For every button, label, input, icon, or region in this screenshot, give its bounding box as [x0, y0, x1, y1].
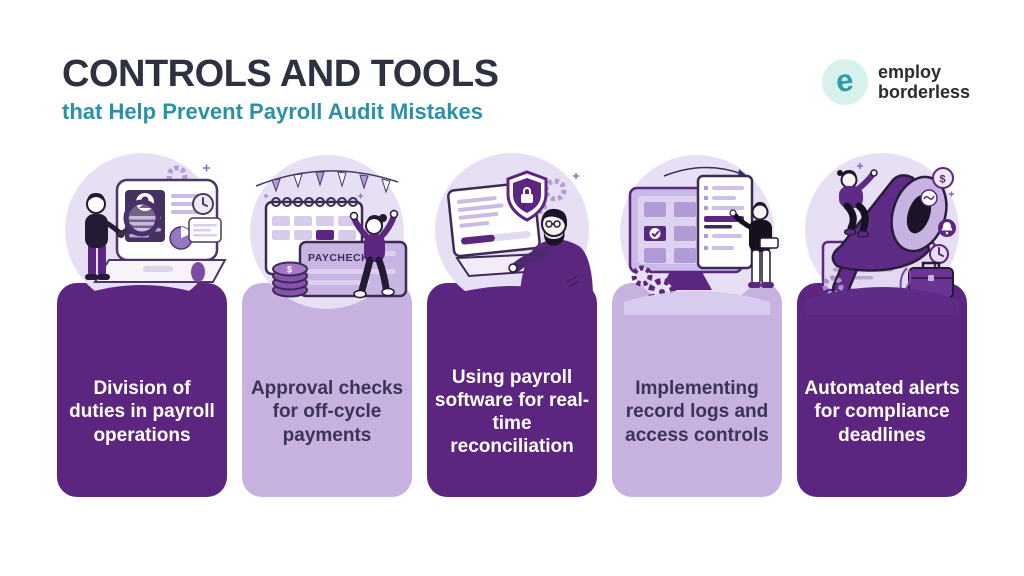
monitor-folders-record-document-illustration: [620, 155, 779, 315]
logo-word-employ: employ: [878, 61, 942, 82]
bunting-flags: [255, 170, 399, 194]
card-record-logs: Implementing record logs and access cont…: [612, 150, 782, 497]
card-label-2: Approval checks for off-cycle payments: [250, 378, 404, 446]
paycheck: PAYCHECK: [298, 240, 408, 298]
card-label-4: Implementing record logs and access cont…: [625, 378, 769, 446]
card-label-3: Using payroll software for real-time rec…: [434, 366, 590, 458]
page-title: CONTROLS AND TOOLS: [62, 53, 499, 95]
trend-alert-icon: [920, 189, 938, 207]
marked-date: [316, 230, 334, 240]
person-riding-megaphone: [837, 169, 878, 238]
svg-text:$: $: [287, 265, 292, 275]
clock-alert-icon: [929, 244, 949, 264]
svg-text:$: $: [940, 174, 946, 186]
card-body-5: Automated alerts for compliance deadline…: [797, 283, 967, 497]
logo-letter: e: [834, 61, 856, 99]
card-label-5: Automated alerts for compliance deadline…: [804, 378, 960, 446]
security-shield-lock-icon: [506, 170, 548, 222]
svg-text:PAYCHECK: PAYCHECK: [308, 252, 369, 264]
calendar-paycheck-coins-illustration: PAYCHECK $: [250, 155, 408, 309]
cards-row: Division of duties in payroll operations: [57, 150, 967, 497]
employ-borderless-logo: e employ borderless: [822, 59, 970, 105]
page-header: CONTROLS AND TOOLS that Help Prevent Pay…: [62, 53, 499, 125]
logo-wordmark: employ borderless: [878, 62, 970, 102]
person-magnifying-glass-laptop-illustration: [65, 153, 227, 315]
card-body-1: Division of duties in payroll operations: [57, 283, 227, 497]
person-holding-tablet: [729, 202, 779, 288]
card-automated-alerts: Automated alerts for compliance deadline…: [797, 150, 967, 497]
card-body-3: Using payroll software for real-time rec…: [427, 283, 597, 497]
man-laptop-security-shield-illustration: [435, 153, 594, 315]
card-payroll-software: Using payroll software for real-time rec…: [427, 150, 597, 497]
plant: [191, 262, 205, 282]
coin-stack-icon: $: [272, 261, 308, 298]
card-division-of-duties: Division of duties in payroll operations: [57, 150, 227, 497]
card-body-2: Approval checks for off-cycle payments: [242, 283, 412, 497]
verified-folder-icon: [644, 226, 666, 241]
card-approval-checks: Approval checks for off-cycle payments: [242, 150, 412, 497]
bell-alert-icon: [938, 219, 956, 237]
logo-word-borderless: borderless: [878, 82, 971, 102]
card-body-4: Implementing record logs and access cont…: [612, 283, 782, 497]
page-subtitle: that Help Prevent Payroll Audit Mistakes: [62, 98, 483, 124]
money-alert-icon: $: [932, 167, 954, 189]
magnifying-glass-icon: [118, 199, 161, 237]
card-label-1: Division of duties in payroll operations: [69, 378, 215, 446]
celebrating-person: [349, 209, 399, 299]
employ-borderless-e-icon: e: [822, 59, 868, 105]
person-megaphone-alert-bubbles-illustration: $: [805, 153, 959, 315]
megaphone-icon: [831, 174, 948, 297]
